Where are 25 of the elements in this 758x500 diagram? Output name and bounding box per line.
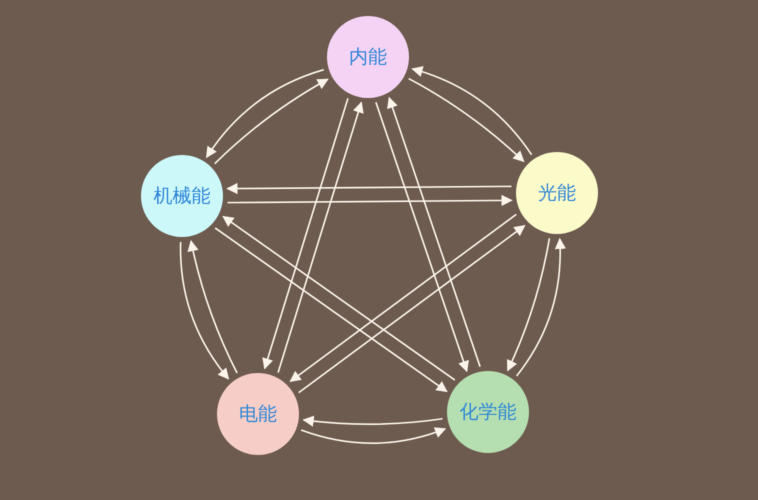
arrow bbox=[180, 242, 230, 380]
node-label: 化学能 bbox=[460, 400, 516, 425]
node-label: 内能 bbox=[349, 44, 387, 70]
arrow bbox=[228, 194, 513, 206]
node-label: 电能 bbox=[239, 402, 277, 427]
arrow bbox=[277, 101, 364, 373]
arrow bbox=[214, 227, 448, 392]
arrow bbox=[387, 96, 481, 367]
arrow bbox=[375, 102, 469, 372]
arrow bbox=[188, 240, 238, 374]
node-label: 光能 bbox=[538, 180, 576, 206]
arrow bbox=[411, 66, 532, 156]
arrow bbox=[298, 224, 526, 394]
node-label: 机械能 bbox=[154, 184, 210, 209]
arrow bbox=[226, 182, 512, 194]
arrow bbox=[300, 426, 446, 444]
arrow bbox=[262, 98, 349, 370]
arrow bbox=[206, 68, 324, 158]
arrow bbox=[214, 78, 329, 164]
arrow bbox=[290, 214, 517, 382]
arrow bbox=[222, 216, 456, 381]
arrow bbox=[302, 416, 443, 427]
arrow bbox=[408, 78, 524, 162]
arrow bbox=[506, 238, 550, 372]
arrow bbox=[516, 238, 566, 376]
